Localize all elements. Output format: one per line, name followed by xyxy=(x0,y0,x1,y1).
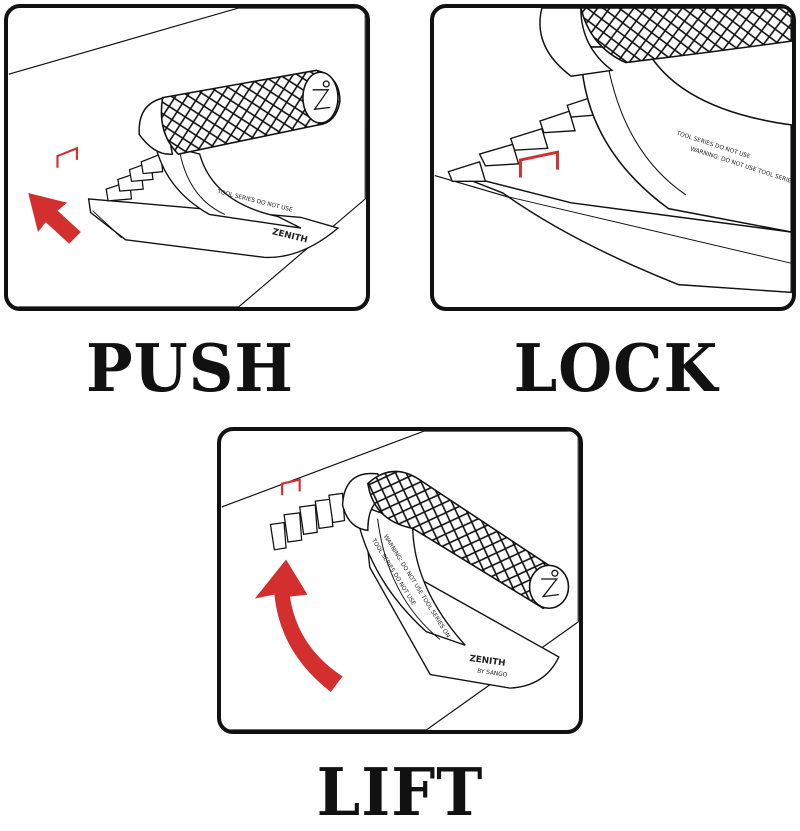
tool-neck xyxy=(580,46,792,233)
handle-end-cap xyxy=(528,564,570,610)
tool-neck xyxy=(353,502,466,646)
tool-brand-text: ZENITH xyxy=(469,654,506,669)
lock-panel: TOOL SERIES DO NOT USE WARNING: DO NOT U… xyxy=(430,4,796,311)
tool-neck xyxy=(153,141,302,229)
staple-icon xyxy=(56,146,79,168)
board-surface xyxy=(221,431,579,730)
handle-end-cap xyxy=(302,71,339,124)
tool-teeth xyxy=(447,96,596,183)
caption-lock: LOCK xyxy=(513,330,719,407)
tool-handle-grip xyxy=(580,8,792,64)
handle-logo-icon xyxy=(541,569,559,598)
tool-blade xyxy=(448,170,792,294)
caption-lift: LIFT xyxy=(316,754,484,831)
tool-handle-collar xyxy=(539,8,614,77)
lift-illustration: ZENITH BY SANGO TOOL SERIES DO NOT USE W… xyxy=(221,431,579,730)
lock-illustration: TOOL SERIES DO NOT USE WARNING: DO NOT U… xyxy=(434,8,792,294)
handle-logo-icon xyxy=(312,80,331,111)
curved-arrow-up-icon xyxy=(254,559,343,693)
tool-teeth xyxy=(105,153,164,202)
push-illustration: TOOL SERIES DO NOT USE ZENITH xyxy=(8,8,366,307)
board-surface xyxy=(8,8,366,307)
tool-subbrand-text: BY SANGO xyxy=(477,669,508,679)
arrow-up-left-icon xyxy=(28,193,81,244)
staple-icon xyxy=(281,478,301,496)
tool-blade xyxy=(87,198,340,259)
caption-push: PUSH xyxy=(85,330,295,407)
push-panel: TOOL SERIES DO NOT USE ZENITH xyxy=(4,4,370,311)
staple-icon xyxy=(519,150,559,178)
lift-panel: ZENITH BY SANGO TOOL SERIES DO NOT USE W… xyxy=(217,427,583,734)
tool-teeth xyxy=(269,492,346,551)
